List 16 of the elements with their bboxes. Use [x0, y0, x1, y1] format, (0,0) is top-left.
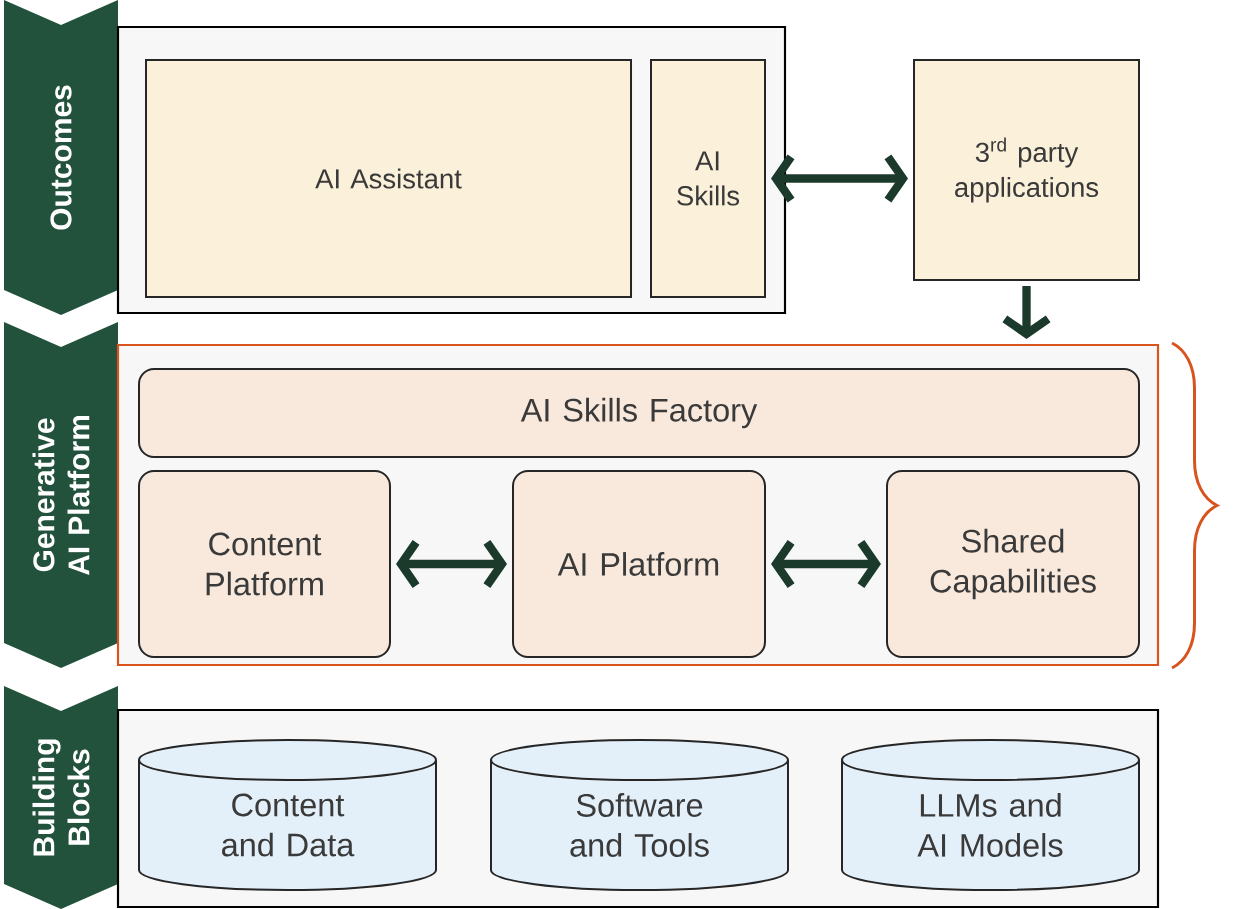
section-banner: Building Blocks — [4, 686, 118, 909]
double-arrow — [396, 539, 507, 589]
text-box: Content Platform — [138, 470, 391, 658]
double-arrow — [771, 154, 908, 203]
section-banner: Generative AI Platform — [4, 322, 118, 668]
double-arrow — [771, 539, 881, 589]
text-box: AI Platform — [512, 470, 766, 658]
text-box: AI Skills — [650, 59, 766, 298]
text-box: AI Skills Factory — [138, 368, 1140, 458]
database-cylinder: Content and Data — [138, 739, 437, 891]
text-box: Shared Capabilities — [886, 470, 1140, 658]
database-cylinder: Software and Tools — [490, 739, 789, 891]
text-box: AI Assistant — [145, 59, 632, 298]
database-cylinder: LLMs and AI Models — [841, 739, 1140, 891]
section-banner: Outcomes — [4, 0, 118, 315]
text-box: 3$^{rd}$ party applications — [913, 59, 1140, 281]
